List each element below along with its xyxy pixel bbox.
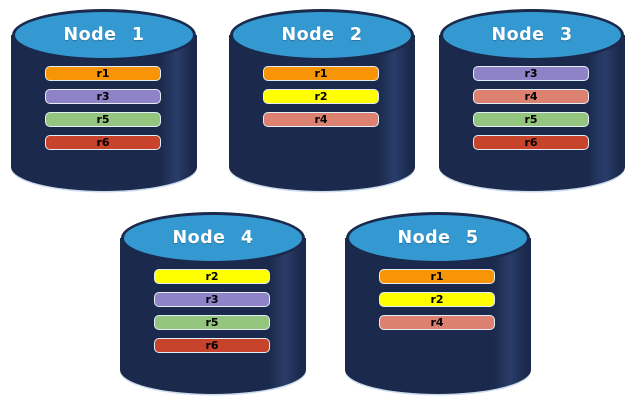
db-node-5: Node 5 r1 r2 r4 [345, 210, 531, 396]
replica-list: r2 r3 r5 r6 [154, 269, 270, 353]
replica-bar-r1: r1 [45, 66, 161, 81]
replica-bar-r4: r4 [379, 315, 495, 330]
replica-label: r4 [430, 316, 444, 329]
replica-label: r2 [430, 293, 444, 306]
replica-bar-r5: r5 [45, 112, 161, 127]
db-node-1: Node 1 r1 r3 r5 r6 [11, 7, 197, 193]
node-title: Node 4 [172, 228, 254, 248]
replica-label: r4 [314, 113, 328, 126]
replica-label: r6 [96, 136, 110, 149]
replica-label: r1 [314, 67, 328, 80]
replica-list: r3 r4 r5 r6 [473, 66, 589, 150]
replica-bar-r6: r6 [45, 135, 161, 150]
replica-bar-r1: r1 [263, 66, 379, 81]
replica-label: r2 [205, 270, 219, 283]
replica-bar-r2: r2 [263, 89, 379, 104]
replica-label: r2 [314, 90, 328, 103]
replica-label: r5 [96, 113, 110, 126]
replica-bar-r2: r2 [154, 269, 270, 284]
replica-bar-r5: r5 [473, 112, 589, 127]
replica-label: r1 [430, 270, 444, 283]
replica-bar-r1: r1 [379, 269, 495, 284]
replica-bar-r6: r6 [473, 135, 589, 150]
replica-bar-r2: r2 [379, 292, 495, 307]
replica-bar-r4: r4 [263, 112, 379, 127]
replica-bar-r6: r6 [154, 338, 270, 353]
replica-label: r1 [96, 67, 110, 80]
node-title: Node 3 [491, 25, 573, 45]
db-node-2: Node 2 r1 r2 r4 [229, 7, 415, 193]
replica-list: r1 r3 r5 r6 [45, 66, 161, 150]
replica-bar-r4: r4 [473, 89, 589, 104]
cylinder-top-ellipse: Node 5 [346, 212, 530, 264]
replica-label: r3 [205, 293, 219, 306]
replica-label: r3 [96, 90, 110, 103]
replica-label: r5 [524, 113, 538, 126]
node-title: Node 5 [397, 228, 479, 248]
cylinder-top-ellipse: Node 1 [12, 9, 196, 61]
replica-label: r6 [205, 339, 219, 352]
replica-list: r1 r2 r4 [379, 269, 495, 330]
db-node-4: Node 4 r2 r3 r5 r6 [120, 210, 306, 396]
replica-bar-r3: r3 [154, 292, 270, 307]
replica-list: r1 r2 r4 [263, 66, 379, 127]
replica-bar-r3: r3 [45, 89, 161, 104]
cylinder-top-ellipse: Node 4 [121, 212, 305, 264]
db-node-3: Node 3 r3 r4 r5 r6 [439, 7, 625, 193]
replica-label: r5 [205, 316, 219, 329]
node-title: Node 1 [63, 25, 145, 45]
cylinder-top-ellipse: Node 3 [440, 9, 624, 61]
replica-bar-r3: r3 [473, 66, 589, 81]
node-title: Node 2 [281, 25, 363, 45]
replica-bar-r5: r5 [154, 315, 270, 330]
replica-label: r6 [524, 136, 538, 149]
replica-label: r3 [524, 67, 538, 80]
replica-label: r4 [524, 90, 538, 103]
cylinder-top-ellipse: Node 2 [230, 9, 414, 61]
